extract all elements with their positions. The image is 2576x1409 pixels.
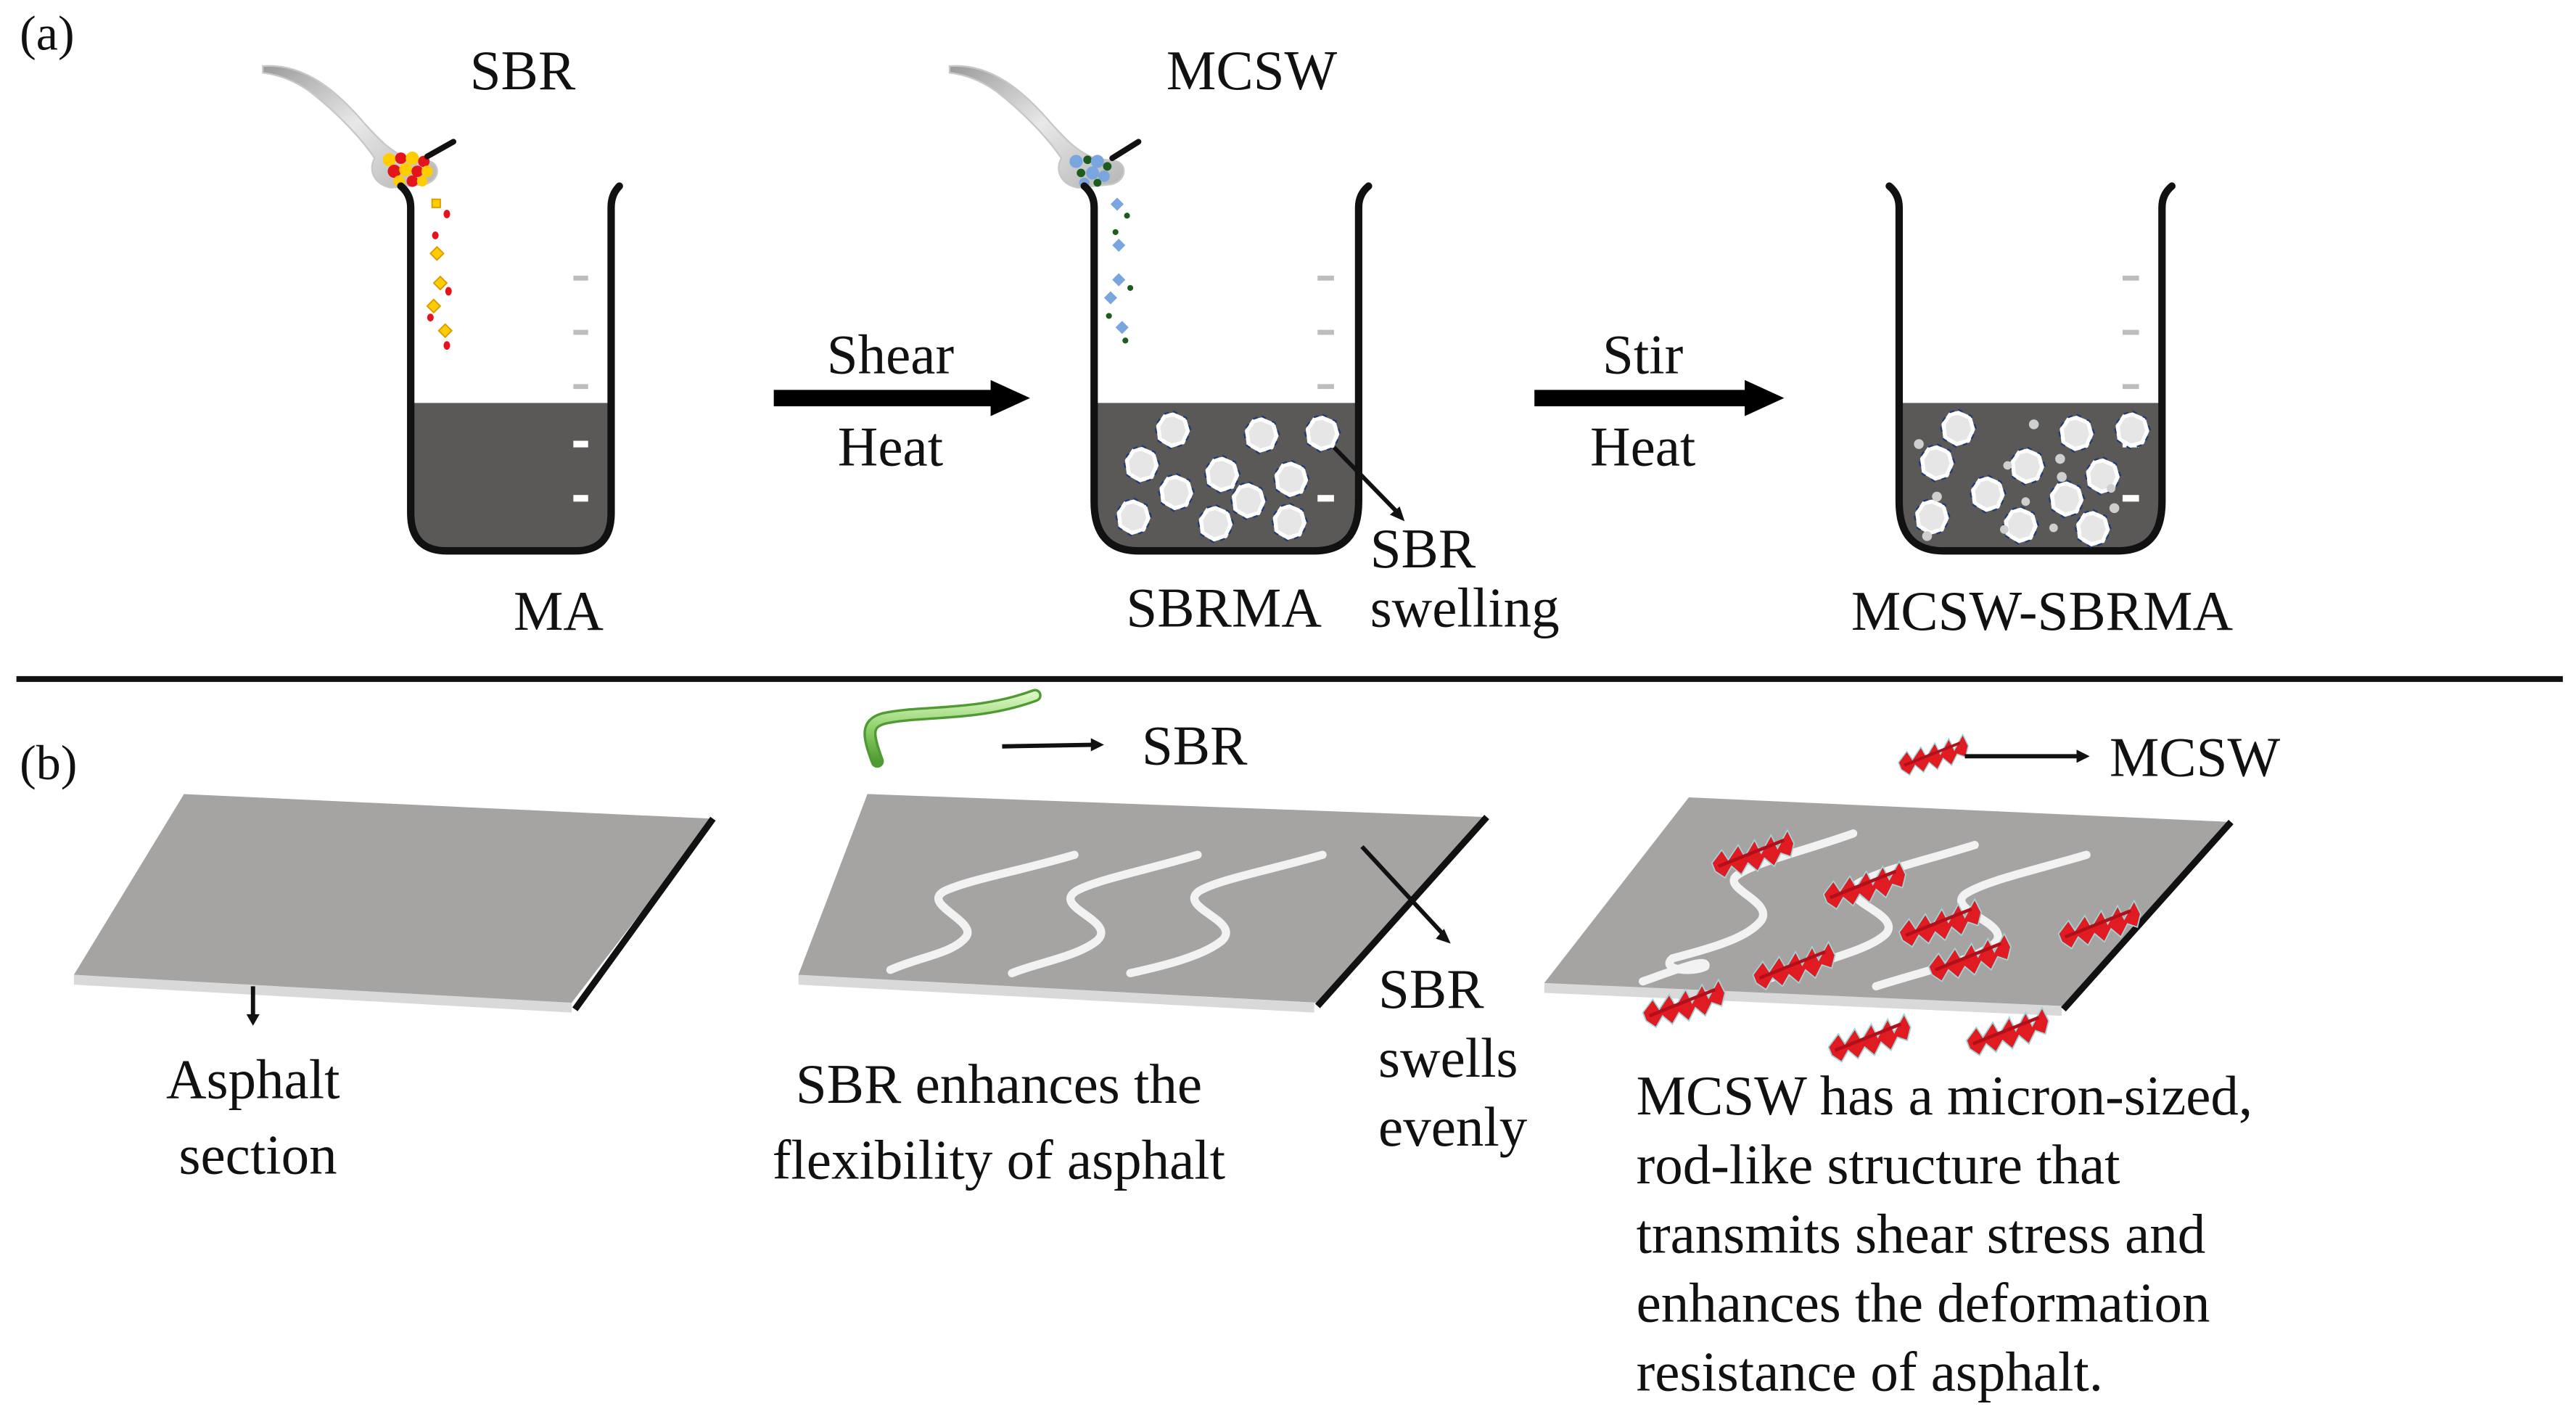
spoon-mcsw-icon — [948, 65, 1125, 189]
sbr-swells-line3: evenly — [1378, 1096, 1528, 1158]
mcsw-rod-icon — [1897, 733, 1970, 777]
step-1-bottom-label: Heat — [838, 415, 943, 477]
beaker-mcsw-sbrma — [1885, 182, 2176, 555]
sbr-swelling-callout-line2: swelling — [1370, 576, 1560, 638]
caption-mcsw-line3: transmits shear stress and — [1637, 1202, 2206, 1265]
additive-label-mcsw: MCSW — [1166, 39, 1338, 102]
mcsw-particles-cluster — [1069, 155, 1112, 189]
caption-mcsw-line4: enhances the deformation — [1637, 1271, 2210, 1334]
step-arrow-2 — [1534, 379, 1785, 416]
beaker-label-sbrma: SBRMA — [1126, 576, 1322, 638]
caption-mcsw-line5: resistance of asphalt. — [1637, 1340, 2103, 1402]
falling-mcsw-particles — [1103, 197, 1134, 344]
additive-label-sbr: SBR — [470, 39, 576, 102]
mcsw-leader-line — [1109, 139, 1142, 161]
caption-asphalt-line2: section — [179, 1124, 337, 1186]
spoon-sbr-icon — [262, 65, 438, 189]
falling-sbr-particles — [426, 198, 453, 350]
asphalt-slab-plain — [73, 794, 716, 1013]
caption-mcsw-line2: rod-like structure that — [1637, 1133, 2120, 1196]
sbr-swelling-callout-line1: SBR — [1370, 517, 1476, 580]
sbr-strand-icon — [863, 689, 1042, 768]
sbr-legend-arrow — [1002, 738, 1104, 752]
step-2-bottom-label: Heat — [1590, 415, 1695, 477]
step-2-top-label: Stir — [1602, 324, 1683, 386]
caption-sbr-line2: flexibility of asphalt — [773, 1128, 1225, 1191]
panel-a-label: (a) — [20, 6, 74, 61]
sbr-swells-line1: SBR — [1378, 958, 1484, 1020]
mcsw-dispersed-particles — [1914, 419, 2120, 541]
legend-label-mcsw: MCSW — [2110, 726, 2281, 789]
beaker-sbrma — [1080, 182, 1373, 555]
beaker-label-mcsw-sbrma: MCSW-SBRMA — [1851, 580, 2234, 642]
beaker-label-ma: MA — [514, 580, 604, 642]
sbr-leader-line — [424, 139, 457, 160]
step-arrow-1 — [773, 379, 1030, 416]
asphalt-slab-sbr — [798, 794, 1489, 1013]
panel-b-label: (b) — [20, 735, 77, 790]
asphalt-slab-sbr-mcsw — [1544, 797, 2234, 1062]
asphalt-section-pointer — [246, 986, 260, 1026]
sbr-swelled-network — [886, 850, 1327, 977]
step-1-top-label: Shear — [827, 324, 954, 386]
legend-label-sbr: SBR — [1142, 715, 1248, 777]
mcsw-legend-arrow — [1964, 749, 2090, 763]
sbr-particles-cluster — [382, 151, 433, 187]
caption-mcsw-line1: MCSW has a micron-sized, — [1637, 1064, 2253, 1127]
caption-asphalt-line1: Asphalt — [166, 1048, 340, 1110]
sbr-swells-line2: swells — [1378, 1027, 1518, 1089]
beaker-ma — [397, 182, 623, 555]
asphalt-liquid — [408, 403, 613, 551]
caption-sbr-line1: SBR enhances the — [796, 1053, 1202, 1115]
